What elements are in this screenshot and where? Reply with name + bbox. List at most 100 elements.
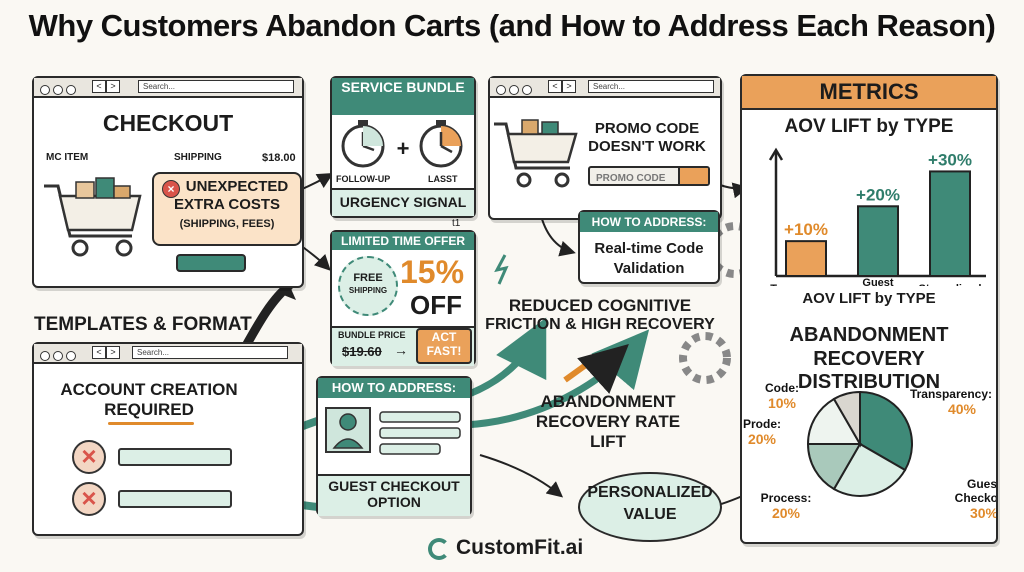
- account-heading-line1: ACCOUNT CREATION: [60, 380, 238, 399]
- last-label: LASST: [428, 174, 458, 184]
- cart-icon-promo: [494, 119, 578, 188]
- user-profile-icon: [325, 407, 461, 455]
- abandonment-line3: LIFT: [590, 432, 626, 451]
- act-fast-line2: FAST!: [426, 344, 462, 358]
- limited-offer-heading: LIMITED TIME OFFER: [332, 232, 474, 250]
- y-axis-arrow: [768, 147, 784, 161]
- stopwatch-icons: [341, 120, 463, 168]
- badge-line2: SHIPPING: [348, 286, 388, 295]
- metrics-heading: METRICS: [742, 76, 996, 110]
- guest-how-heading: HOW TO ADDRESS:: [318, 378, 470, 398]
- extra-costs-line2: EXTRA COSTS: [173, 196, 281, 213]
- aov-bar-chart: +10%Transparency+20%GuestCheckout+30%Str…: [768, 147, 986, 286]
- realtime-line1: Real-time Code: [594, 240, 704, 257]
- pie-slice: [832, 442, 907, 497]
- pie-slice-value: 30%: [970, 505, 996, 521]
- checkout-button[interactable]: [176, 254, 246, 272]
- personalized-line2: VALUE: [623, 506, 677, 523]
- shipping-label: SHIPPING: [174, 152, 222, 163]
- promo-apply-button[interactable]: [678, 168, 708, 184]
- back-icon[interactable]: <: [92, 80, 106, 93]
- checkout-heading: CHECKOUT: [102, 110, 234, 136]
- extra-costs-callout: [152, 172, 302, 246]
- pie-slice-label: Checkout:: [955, 491, 996, 505]
- realtime-line2: Validation: [613, 260, 685, 277]
- templates-format-label: TEMPLATES & FORMAT: [34, 314, 252, 335]
- bar: [857, 205, 899, 277]
- forward-icon[interactable]: >: [106, 80, 120, 93]
- aov-chart-subtitle: AOV LIFT by TYPE: [802, 290, 936, 307]
- pie-slice: [832, 390, 861, 448]
- recovery-title-line1: ABANDONMENT: [789, 324, 949, 346]
- bar: [929, 170, 971, 277]
- urgency-signal-label: URGENCY SIGNAL: [332, 188, 474, 216]
- shopping-cart-icon: [44, 177, 142, 257]
- forward-icon-account[interactable]: >: [106, 346, 120, 359]
- recovery-title-line2: RECOVERY DISTRIBUTION: [797, 348, 941, 393]
- form-field-2[interactable]: [118, 490, 232, 508]
- bundle-price: $19.60: [342, 344, 382, 359]
- required-underline: [108, 422, 194, 425]
- item-label: MC ITEM: [46, 152, 89, 163]
- pie-slice-label: Process:: [761, 491, 812, 505]
- bundle-price-label: BUNDLE PRICE: [338, 330, 406, 340]
- browser-toolbar: < > Search...: [34, 78, 302, 98]
- pie-slice-value: 40%: [948, 401, 977, 417]
- service-bundle-panel: SERVICE BUNDLE + FOLLOW-UP LASST URGENCY…: [330, 76, 476, 218]
- pie-slice-label: Guest: [967, 477, 996, 491]
- back-icon-account[interactable]: <: [92, 346, 106, 359]
- metrics-panel: METRICS AOV LIFT by TYPE +10%Transparenc…: [740, 74, 998, 544]
- brand-name: CustomFit.ai: [456, 536, 584, 559]
- category-label: Guest: [862, 277, 894, 286]
- search-input-account[interactable]: Search...: [132, 346, 288, 359]
- pie-slice-label: Code:: [765, 381, 799, 395]
- extra-costs-line1: UNEXPECTED: [185, 178, 289, 195]
- checkout-window: < > Search... CHECKOUT MC ITEM SHIPPING …: [32, 76, 304, 288]
- reduced-friction-line2: FRICTION & HIGH RECOVERY: [485, 316, 715, 333]
- bar-value-label: +20%: [856, 185, 900, 204]
- bar-value-label: +30%: [928, 150, 972, 169]
- personalized-line1: PERSONALIZED: [587, 484, 713, 501]
- discount-percent: 15%: [400, 254, 465, 290]
- guest-line2: OPTION: [367, 494, 421, 510]
- service-bundle-heading: SERVICE BUNDLE: [332, 78, 474, 115]
- pie-slice-value: 20%: [748, 431, 777, 447]
- page-title: Why Customers Abandon Carts (and How to …: [28, 8, 996, 43]
- promo-code-input[interactable]: PROMO CODE: [588, 166, 710, 186]
- guest-line1: GUEST CHECKOUT: [318, 474, 470, 516]
- account-creation-window: < > Search... ACCOUNT CREATION REQUIRED …: [32, 342, 304, 536]
- bar-value-label: +10%: [784, 220, 828, 239]
- search-input-promo[interactable]: Search...: [588, 80, 714, 93]
- category-label: Streamlined: [919, 283, 982, 286]
- pie-slice-value: 20%: [772, 505, 801, 521]
- pie-slice-label: Prode:: [743, 417, 781, 431]
- personalized-value-bubble: [578, 472, 722, 542]
- brand-logo-icon: [428, 538, 450, 560]
- search-input[interactable]: Search...: [138, 80, 294, 93]
- free-shipping-badge: [338, 256, 398, 316]
- badge-line1: FREE: [353, 272, 383, 284]
- recovery-pie-chart: Transparency:40%GuestCheckout:30%Process…: [743, 381, 996, 521]
- guest-checkout-box: HOW TO ADDRESS: GUEST CHECKOUT OPTION: [316, 376, 472, 516]
- extra-costs-line3: (SHIPPING, FEES): [179, 218, 275, 230]
- pie-slice-value: 10%: [768, 395, 797, 411]
- realtime-how-heading: HOW TO ADDRESS:: [580, 212, 718, 232]
- account-heading-line2: REQUIRED: [104, 400, 194, 419]
- follow-up-label: FOLLOW-UP: [336, 174, 391, 184]
- bar: [785, 240, 827, 278]
- form-field-1[interactable]: [118, 448, 232, 466]
- act-fast-button[interactable]: [416, 328, 472, 364]
- discount-off: OFF: [410, 290, 462, 320]
- promo-heading-line2: DOESN'T WORK: [588, 138, 706, 155]
- abandonment-line2: RECOVERY RATE: [535, 412, 681, 431]
- browser-toolbar-promo: < > Search...: [490, 78, 720, 98]
- forward-icon-promo[interactable]: >: [562, 80, 576, 93]
- reduced-friction-line1: REDUCED COGNITIVE: [508, 296, 692, 315]
- reject-icon-2: ×: [72, 482, 106, 516]
- limited-offer-panel: LIMITED TIME OFFER FREE SHIPPING 15% OFF…: [330, 230, 476, 366]
- back-icon-promo[interactable]: <: [548, 80, 562, 93]
- shipping-price: $18.00: [262, 152, 296, 164]
- aov-chart-title: AOV LIFT by TYPE: [784, 116, 954, 137]
- promo-heading-line1: PROMO CODE: [594, 120, 700, 137]
- plus-sign: +: [396, 136, 410, 161]
